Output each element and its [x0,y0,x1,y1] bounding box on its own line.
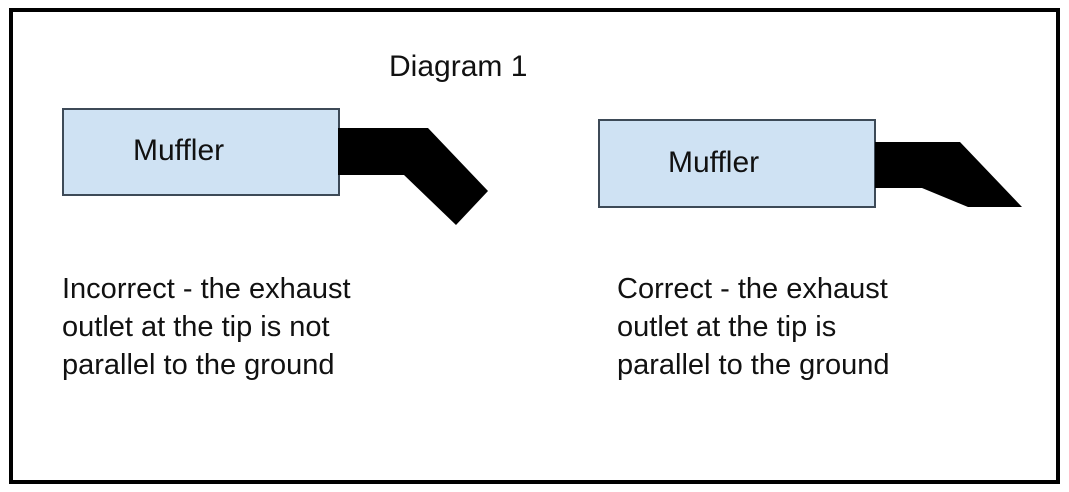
diagram-frame [9,8,1060,484]
caption-incorrect: Incorrect - the exhaust outlet at the ti… [62,270,351,384]
caption-line: Correct - the exhaust [617,273,888,305]
muffler-box-correct: Muffler [598,119,876,208]
diagram-title: Diagram 1 [389,50,528,83]
caption-correct: Correct - the exhaust outlet at the tip … [617,270,889,384]
caption-line: parallel to the ground [62,349,335,381]
caption-line: parallel to the ground [617,349,890,381]
muffler-box-incorrect: Muffler [62,108,340,196]
caption-line: Incorrect - the exhaust [62,273,351,305]
muffler-label: Muffler [133,134,225,167]
caption-line: outlet at the tip is not [62,311,330,343]
muffler-label: Muffler [668,146,760,179]
caption-line: outlet at the tip is [617,311,837,343]
